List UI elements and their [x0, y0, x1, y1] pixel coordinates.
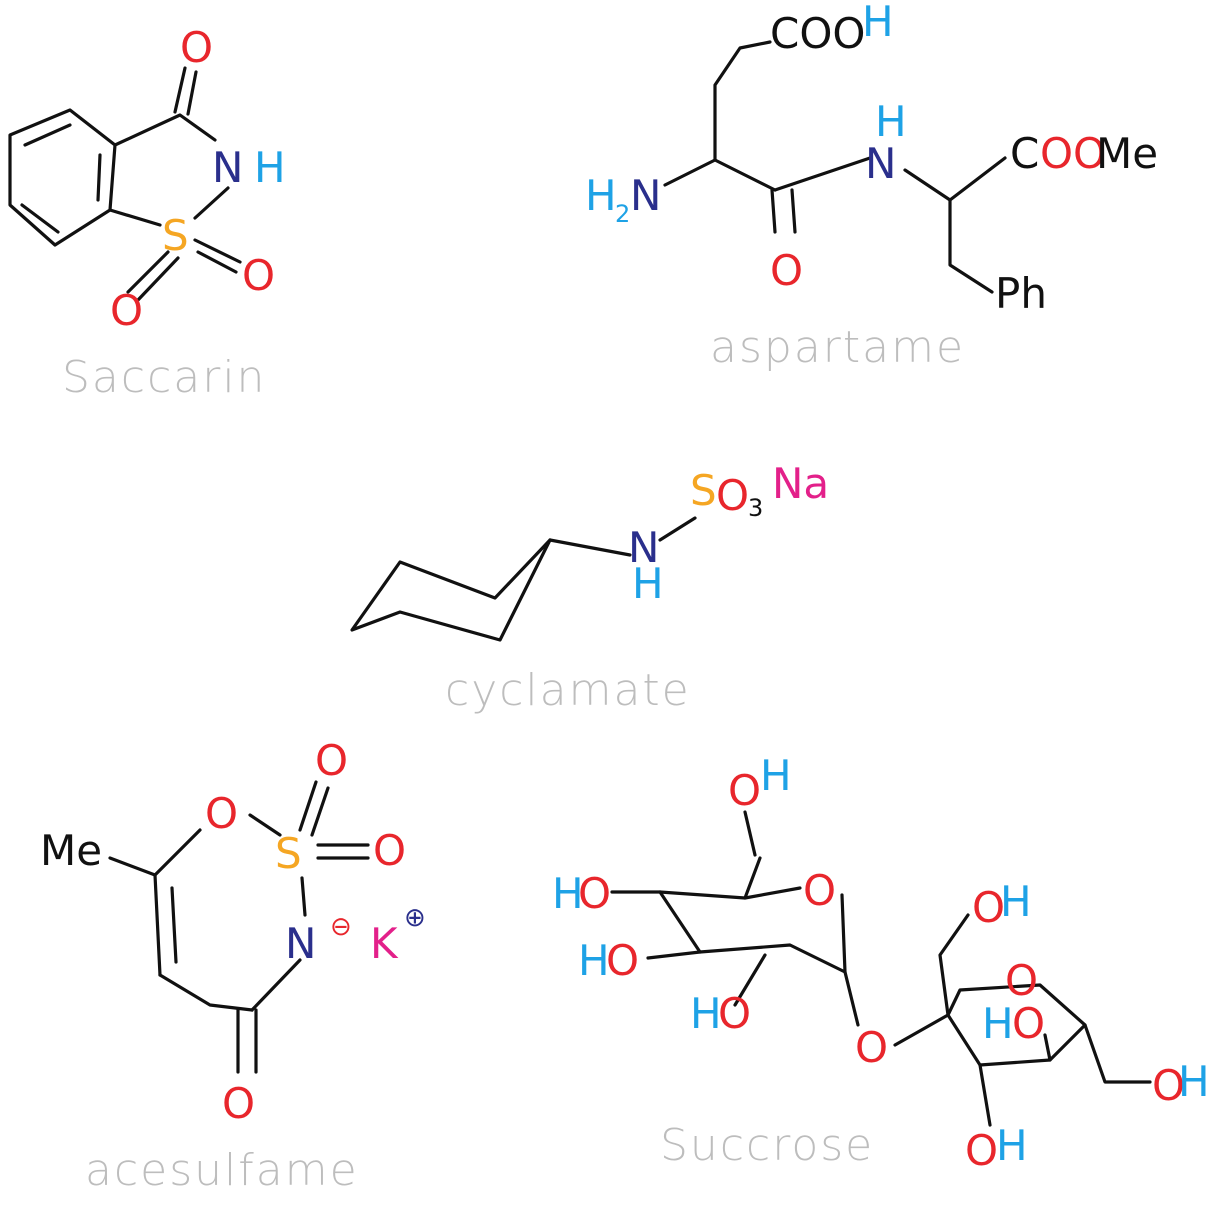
cyclamate-sodium: Na: [772, 459, 829, 508]
succrose-oh4-oxygen: O: [1152, 1061, 1185, 1110]
cyclamate-n-hydrogen: H: [632, 559, 664, 608]
succrose-ho3-hydrogen: H: [690, 989, 722, 1038]
saccarin-n-hydrogen: H: [254, 143, 286, 192]
succrose-ho2-hydrogen: H: [578, 936, 610, 985]
acesulfame-nitrogen: N: [285, 919, 316, 968]
succrose-glucose-ring-oxygen: O: [803, 866, 836, 915]
acesulfame-label: acesulfame: [85, 1145, 359, 1196]
cyclamate-oxygen: O: [716, 471, 749, 520]
succrose-glycosidic-oxygen: O: [855, 1023, 888, 1072]
acesulfame-potassium: K: [370, 919, 399, 968]
aspartame-amine-nitrogen: N: [630, 171, 661, 220]
succrose-oh1-oxygen: O: [728, 766, 761, 815]
saccarin-label: Saccarin: [62, 352, 266, 403]
aspartame-amide-hydrogen: H: [875, 97, 907, 146]
succrose-oh3-hydrogen: H: [996, 1121, 1028, 1170]
aspartame-amide-oxygen: O: [770, 246, 803, 295]
saccarin-sulfonyl-oxygen-right: O: [242, 251, 275, 300]
succrose-oh1-hydrogen: H: [760, 751, 792, 800]
saccarin-sulfur: S: [162, 211, 189, 260]
saccarin-structure: O N H S O O Saccarin: [8, 23, 286, 403]
saccarin-sulfonyl-oxygen-left: O: [110, 286, 143, 335]
acesulfame-sulfonyl-oxygen-top: O: [315, 736, 348, 785]
succrose-ho3-oxygen: O: [718, 989, 751, 1038]
aspartame-structure: COO H H 2 N O N H C OO Me Ph aspartame: [585, 0, 1158, 373]
acesulfame-structure: Me O S O O N ⊖ K ⊕ O acesulfame: [40, 736, 426, 1196]
aspartame-label: aspartame: [710, 322, 965, 373]
acesulfame-ring-oxygen: O: [205, 789, 238, 838]
aspartame-acid-coo: COO: [770, 9, 865, 58]
succrose-ho1-oxygen: O: [578, 869, 611, 918]
succrose-label: Succrose: [660, 1120, 874, 1171]
acesulfame-nitrogen-charge: ⊖: [330, 912, 352, 942]
acesulfame-potassium-charge: ⊕: [404, 903, 426, 933]
cyclamate-bonds: [350, 516, 697, 642]
succrose-oh4-hydrogen: H: [1178, 1057, 1207, 1106]
aspartame-amine-hydrogen: H: [585, 171, 617, 220]
cyclamate-sulfur: S: [690, 466, 717, 515]
succrose-bonds: [610, 810, 1152, 1127]
aspartame-acid-hydrogen: H: [862, 0, 894, 46]
aspartame-amine-subscript: 2: [615, 200, 630, 228]
succrose-oh3-oxygen: O: [965, 1126, 998, 1175]
succrose-oh2-hydrogen: H: [1000, 877, 1032, 926]
succrose-ho4-hydrogen: H: [982, 999, 1014, 1048]
aspartame-ester-oxygens: OO: [1040, 129, 1106, 178]
acesulfame-sulfur: S: [275, 829, 302, 878]
succrose-ho2-oxygen: O: [606, 936, 639, 985]
aspartame-bonds: [663, 40, 1007, 294]
acesulfame-sulfonyl-oxygen-right: O: [373, 826, 406, 875]
aspartame-amide-nitrogen: N: [865, 139, 896, 188]
succrose-structure: O H H O H O H O O O O O H H O O H O H Su…: [552, 751, 1207, 1175]
succrose-oh2-oxygen: O: [972, 883, 1005, 932]
cyclamate-label: cyclamate: [445, 665, 691, 716]
aspartame-ester-carbon: C: [1010, 129, 1039, 178]
acesulfame-methyl: Me: [40, 826, 102, 875]
acesulfame-bonds: [108, 780, 370, 1074]
aspartame-ester-methyl: Me: [1096, 129, 1158, 178]
cyclamate-structure: S O 3 Na N H cyclamate: [350, 459, 829, 716]
saccarin-bonds: [8, 66, 242, 302]
cyclamate-nitrogen: N: [628, 523, 659, 572]
succrose-fructose-ring-oxygen: O: [1005, 956, 1038, 1005]
succrose-ho4-oxygen: O: [1012, 999, 1045, 1048]
succrose-ho1-hydrogen: H: [552, 869, 584, 918]
saccarin-nitrogen: N: [212, 143, 243, 192]
acesulfame-carbonyl-oxygen: O: [222, 1079, 255, 1128]
cyclamate-oxygen-subscript: 3: [748, 494, 763, 522]
saccarin-carbonyl-oxygen: O: [180, 23, 213, 72]
aspartame-phenyl: Ph: [995, 269, 1047, 318]
